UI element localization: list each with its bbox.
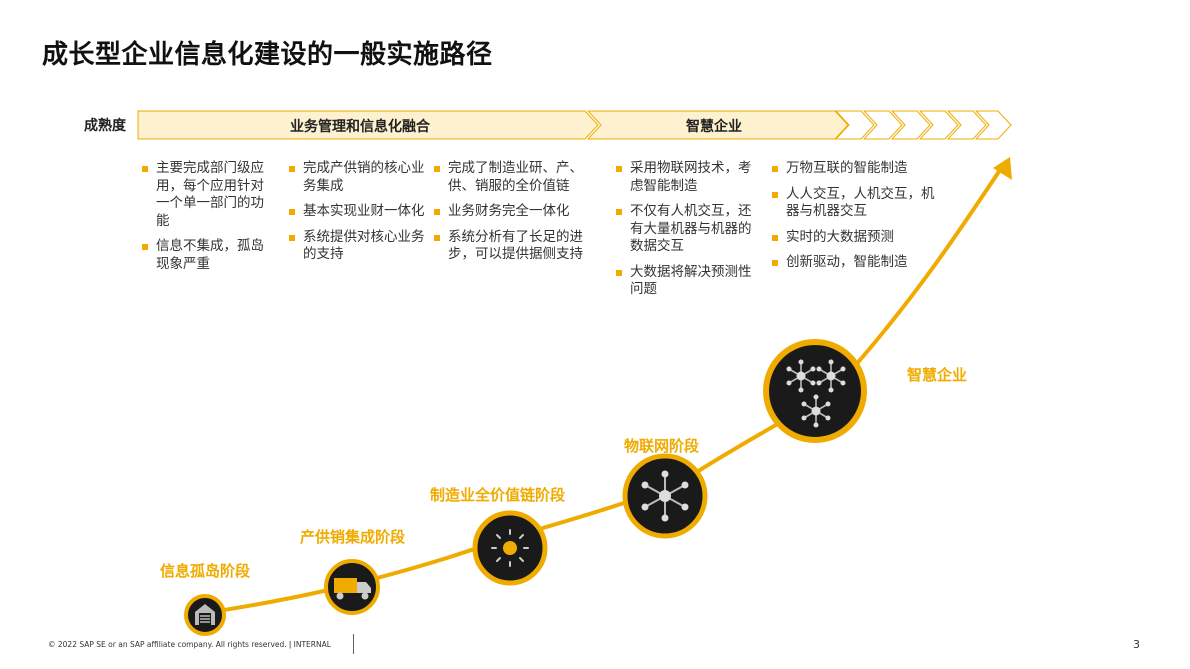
stage-label-1: 信息孤岛阶段 [160,562,251,580]
list-item: 基本实现业财一体化 [289,203,426,221]
maturity-band [137,110,1012,140]
list-item: 采用物联网技术，考虑智能制造 [616,160,756,195]
stage-label-4: 物联网阶段 [624,437,700,455]
list-item: 完成产供销的核心业务集成 [289,160,426,195]
growth-arrowhead [993,157,1012,180]
list-item: 信息不集成，孤岛现象严重 [142,238,277,273]
band-chevrons [834,110,1012,140]
stage-column-4: 采用物联网技术，考虑智能制造 不仅有人机交互，还有大量机器与机器的数据交互 大数… [616,160,756,307]
list-item: 系统分析有了长足的进步，可以提供据侧支持 [434,229,601,264]
stage-column-3: 完成了制造业研、产、供、销服的全价值链 业务财务完全一体化 系统分析有了长足的进… [434,160,601,272]
footer-divider [353,634,354,654]
sun-gear-icon [472,510,548,586]
list-item: 人人交互，人机交互，机器与机器交互 [772,186,942,221]
page-number: 3 [1133,638,1140,651]
maturity-label: 成熟度 [84,118,126,134]
stage-label-5: 智慧企业 [907,366,968,384]
stage-label-2: 产供销集成阶段 [300,528,406,546]
stage-column-2: 完成产供销的核心业务集成 基本实现业财一体化 系统提供对核心业务的支持 [289,160,426,272]
truck-icon [324,559,380,615]
list-item: 创新驱动，智能制造 [772,254,942,272]
footer-copyright: © 2022 SAP SE or an SAP affiliate compan… [48,640,331,649]
list-item: 不仅有人机交互，还有大量机器与机器的数据交互 [616,203,756,256]
page-title: 成长型企业信息化建设的一般实施路径 [42,40,493,70]
list-item: 大数据将解决预测性问题 [616,264,756,299]
stage-label-3: 制造业全价值链阶段 [430,486,566,504]
band-segment-business [137,110,599,140]
network-node-icon [622,453,708,539]
list-item: 万物互联的智能制造 [772,160,942,178]
list-item: 实时的大数据预测 [772,229,942,247]
network-cluster-icon [763,339,867,443]
list-item: 完成了制造业研、产、供、销服的全价值链 [434,160,601,195]
stage-column-5: 万物互联的智能制造 人人交互，人机交互，机器与机器交互 实时的大数据预测 创新驱… [772,160,942,280]
stage-column-1: 主要完成部门级应用，每个应用针对一个单一部门的功能 信息不集成，孤岛现象严重 [142,160,277,281]
list-item: 业务财务完全一体化 [434,203,601,221]
band-label-business: 业务管理和信息化融合 [290,119,430,135]
list-item: 主要完成部门级应用，每个应用针对一个单一部门的功能 [142,160,277,230]
band-label-smart: 智慧企业 [686,119,742,135]
warehouse-icon [184,594,226,636]
band-segment-smart [586,110,849,140]
list-item: 系统提供对核心业务的支持 [289,229,426,264]
